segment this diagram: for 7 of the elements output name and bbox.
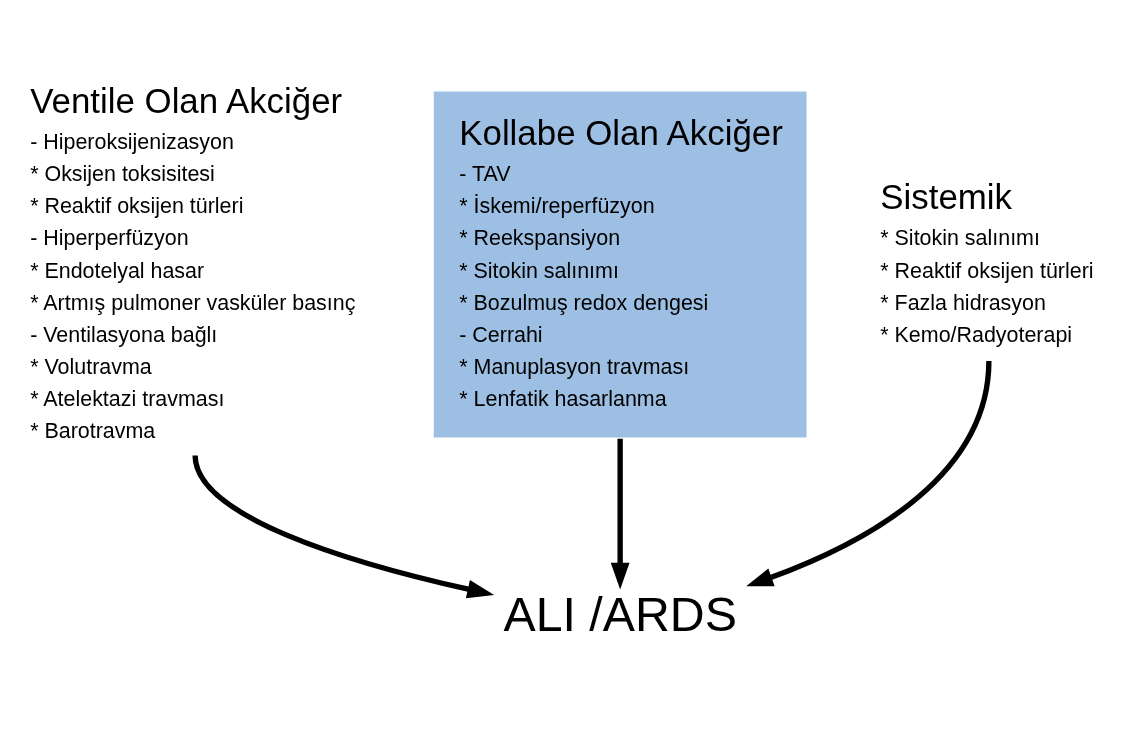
node-text: Ventile Olan Akciğer - Hiperoksijenizasyon * Oksijen toksisitesi * Reaktif oksijen türleri - Hiperperfüzyon * Endotelyal hasar * Artmış pulmoner vasküler basınç - Ventilasyona bağlı * Volutravma * Atelektazi travması * Barotravma	[30, 80, 356, 443]
arrow	[192, 454, 495, 598]
node-text: ALI /ARDS	[503, 586, 737, 641]
arrow	[746, 360, 992, 586]
node-text: Sistemik * Sitokin salınımı * Reaktif oksijen türleri * Fazla hidrasyon * Kemo/Radyoterapi	[880, 176, 1094, 347]
arrow	[610, 438, 630, 590]
node-box: Kollabe Olan Akciğer - TAV * İskemi/reperfüzyon * Reekspansiyon * Sitokin salınımı * Bozulmuş redox dengesi - Cerrahi * Manuplasyon travması * Lenfatik hasarlanma	[433, 90, 807, 437]
